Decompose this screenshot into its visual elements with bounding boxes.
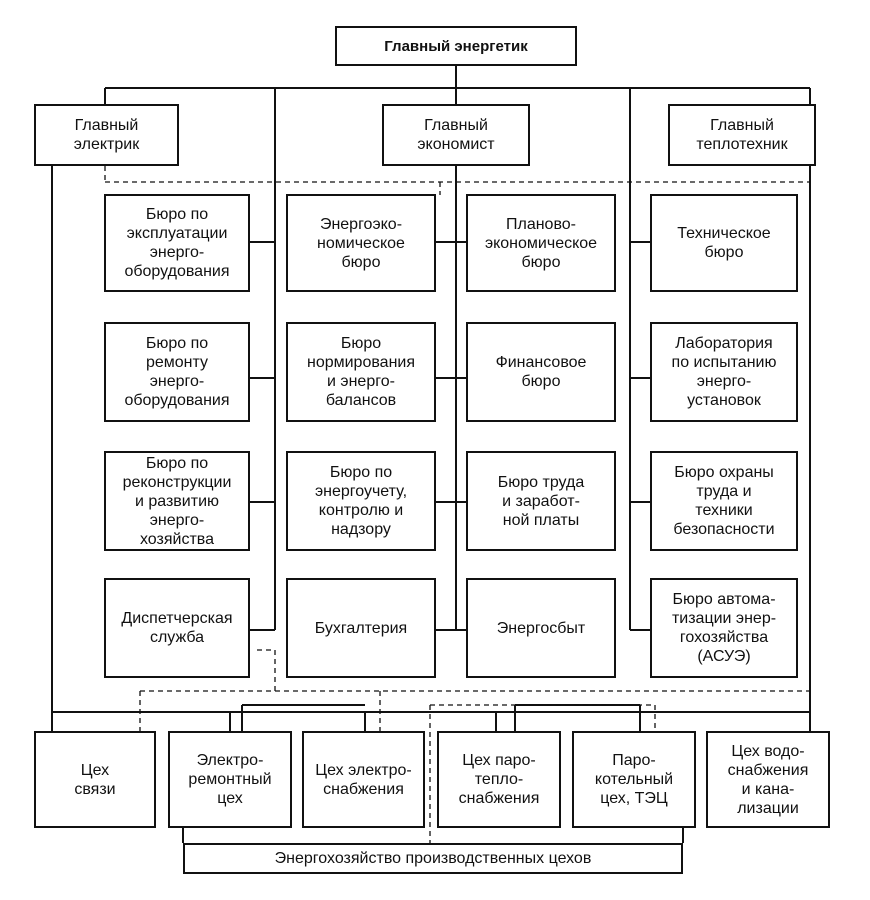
electrical-repair-shop-box: Электро- ремонтный цех [168, 731, 292, 828]
technical-bureau-box: Техническое бюро [650, 194, 798, 292]
planning-economic-bureau-box: Планово- экономическое бюро [466, 194, 616, 292]
steam-heat-shop-box: Цех паро- тепло- снабжения [437, 731, 561, 828]
dispatch-service-box: Диспетчерская служба [104, 578, 250, 678]
energy-sales-box: Энергосбыт [466, 578, 616, 678]
production-shops-energy-footer: Энергохозяйство производственных цехов [183, 843, 683, 874]
labor-safety-bureau-box: Бюро охраны труда и техники безопасности [650, 451, 798, 551]
power-supply-shop-box: Цех электро- снабжения [302, 731, 425, 828]
boiler-chp-shop-box: Паро- котельный цех, ТЭЦ [572, 731, 696, 828]
testing-laboratory-box: Лаборатория по испытанию энерго- установ… [650, 322, 798, 422]
energy-accounting-bureau-box: Бюро по энергоучету, контролю и надзору [286, 451, 436, 551]
automation-bureau-box: Бюро автома- тизации энер- гохозяйства (… [650, 578, 798, 678]
labor-wages-bureau-box: Бюро труда и заработ- ной платы [466, 451, 616, 551]
rationing-balance-bureau-box: Бюро нормирования и энерго- балансов [286, 322, 436, 422]
water-sewage-shop-box: Цех водо- снабжения и кана- лизации [706, 731, 830, 828]
bureau-equipment-repair-box: Бюро по ремонту энерго- оборудования [104, 322, 250, 422]
energy-economic-bureau-box: Энергоэко- номическое бюро [286, 194, 436, 292]
bureau-reconstruction-box: Бюро по реконструкции и развитию энерго-… [104, 451, 250, 551]
chief-electrician-box: Главный электрик [34, 104, 179, 166]
communications-shop-box: Цех связи [34, 731, 156, 828]
accounting-box: Бухгалтерия [286, 578, 436, 678]
bureau-equipment-operation-box: Бюро по эксплуатации энерго- оборудовани… [104, 194, 250, 292]
chief-heat-engineer-box: Главный теплотехник [668, 104, 816, 166]
chief-energy-engineer-box: Главный энергетик [335, 26, 577, 66]
financial-bureau-box: Финансовое бюро [466, 322, 616, 422]
chief-economist-box: Главный экономист [382, 104, 530, 166]
